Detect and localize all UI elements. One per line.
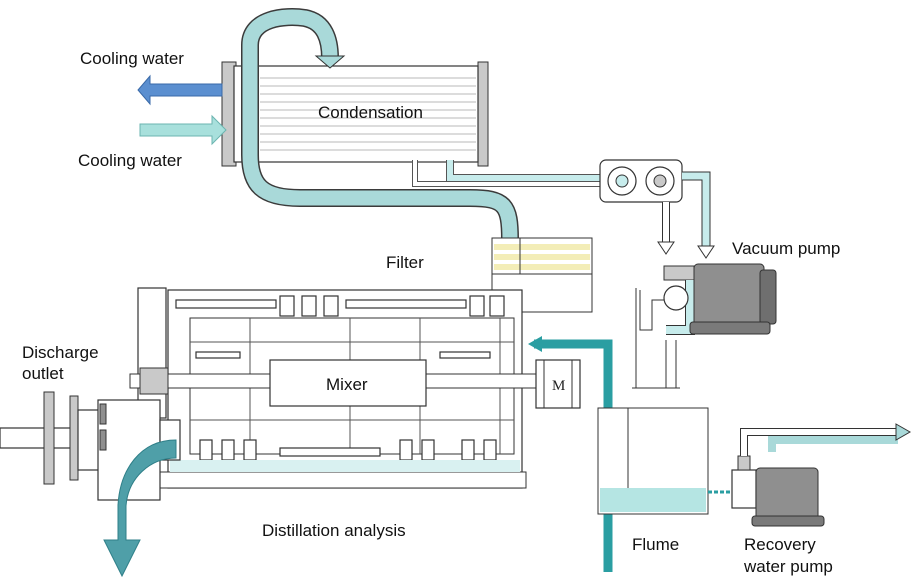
condensation-label: Condensation bbox=[318, 103, 423, 122]
filter-unit bbox=[491, 237, 593, 313]
cooling-water-in-label: Cooling water bbox=[78, 151, 182, 170]
mixer-motor bbox=[535, 359, 581, 409]
recovery-pump-label-line2: water pump bbox=[743, 557, 833, 576]
discharge-outlet-label-line1: Discharge bbox=[22, 343, 99, 362]
mixer-label: Mixer bbox=[326, 375, 368, 394]
condenser bbox=[221, 61, 489, 167]
discharge-arrow bbox=[103, 439, 177, 578]
mixer-box bbox=[269, 359, 427, 407]
vapor-arrow-head bbox=[314, 55, 346, 69]
filter-label: Filter bbox=[386, 253, 424, 272]
distillation-analysis-label: Distillation analysis bbox=[262, 521, 406, 540]
cooling-water-out-arrow bbox=[137, 74, 223, 106]
vacuum-valves bbox=[599, 159, 715, 259]
vacuum-pump-label: Vacuum pump bbox=[732, 239, 840, 258]
flume-tank bbox=[597, 407, 709, 515]
cooling-water-in-arrow bbox=[139, 114, 227, 146]
vacuum-pump bbox=[632, 263, 777, 389]
condenser-tubes bbox=[260, 77, 476, 151]
cooling-water-out-label: Cooling water bbox=[80, 49, 184, 68]
recovery-pump-label-line1: Recovery bbox=[744, 535, 816, 554]
motor-label: M bbox=[552, 378, 565, 394]
flume-label: Flume bbox=[632, 535, 679, 554]
recovery-water-pump bbox=[708, 423, 912, 527]
discharge-outlet-label-line2: outlet bbox=[22, 364, 64, 383]
mixer-assembly bbox=[129, 359, 551, 407]
